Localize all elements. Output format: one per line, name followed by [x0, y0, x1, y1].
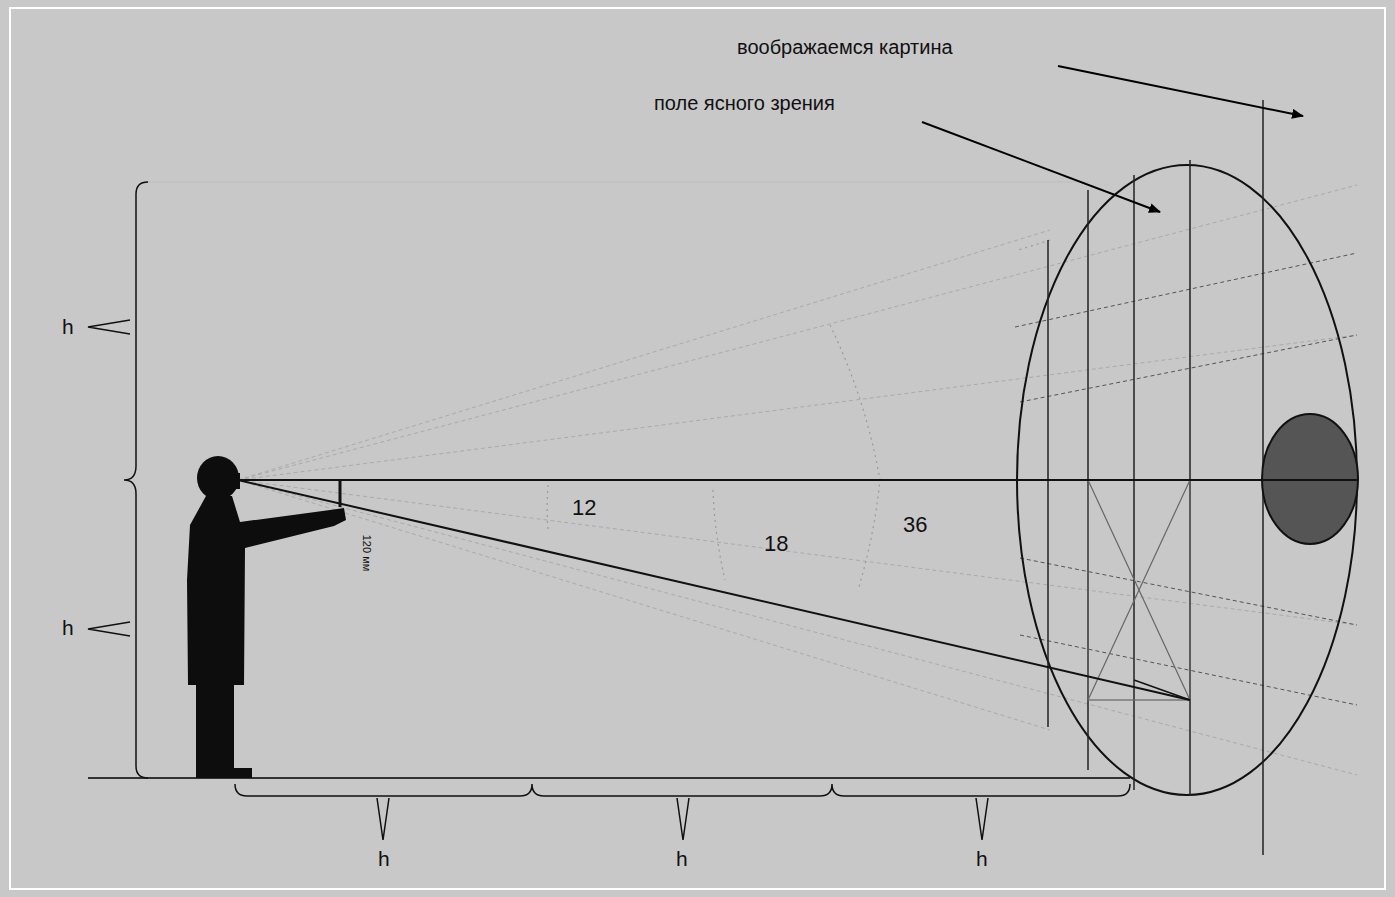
dimension-label: h [62, 616, 74, 640]
dimension-label: h [676, 847, 688, 871]
angle-label-wrap: 12 [572, 495, 596, 521]
dimension-label-wrap: h [62, 315, 74, 339]
angle-label-wrap: 36 [903, 512, 927, 538]
angle-label-wrap: 18 [764, 531, 788, 557]
angle-label: 12 [572, 495, 596, 521]
dimension-label-wrap: h [62, 616, 74, 640]
picture-label: воображаемся картина [737, 36, 953, 59]
field-label: поле ясного зрения [654, 92, 835, 115]
dimension-label-wrap: h [976, 847, 988, 871]
dimension-label-wrap: h [676, 847, 688, 871]
field-label-wrap: поле ясного зрения [654, 92, 835, 115]
dimension-label: h [62, 315, 74, 339]
dimension-label: h [378, 847, 390, 871]
dimension-label-wrap: h [378, 847, 390, 871]
dimension-label-wrap: 120 мм [359, 535, 377, 572]
dimension-label: h [976, 847, 988, 871]
angle-label: 36 [903, 512, 927, 538]
angle-label: 18 [764, 531, 788, 557]
dimension-label: 120 мм [361, 535, 373, 572]
picture-label-wrap: воображаемся картина [737, 36, 953, 59]
